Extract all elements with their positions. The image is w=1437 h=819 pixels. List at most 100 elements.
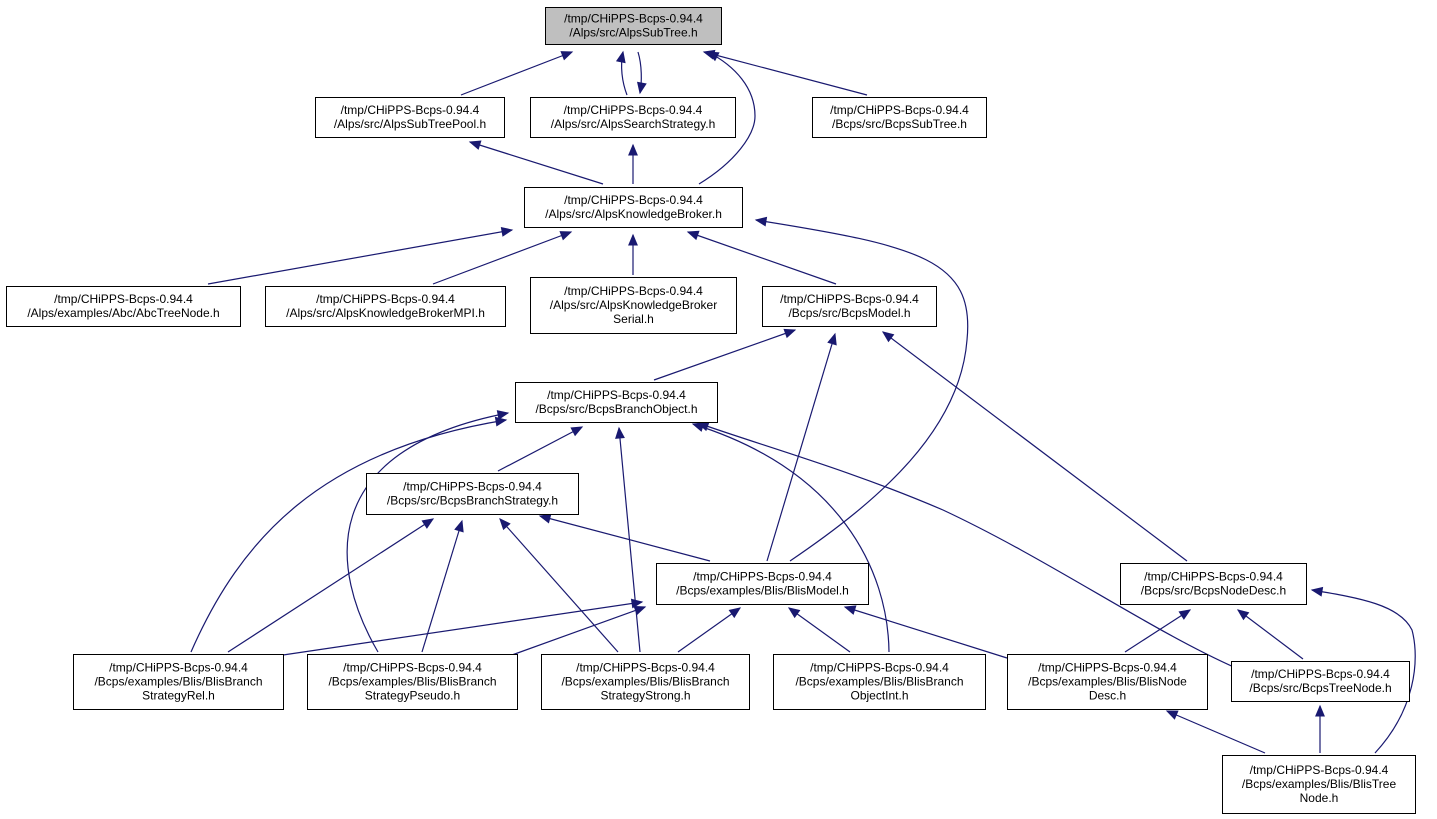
edge-n10-n9 bbox=[497, 426, 583, 472]
node-label-line: /tmp/CHiPPS-Bcps-0.94.4 bbox=[810, 661, 949, 675]
node-label-line: /Alps/src/AlpsKnowledgeBroker.h bbox=[545, 207, 722, 221]
edge-n14-n9 bbox=[346, 412, 509, 653]
edge-arrowhead-n19-n12 bbox=[1310, 586, 1324, 597]
file-node[interactable]: /tmp/CHiPPS-Bcps-0.94.4/Alps/src/AlpsKno… bbox=[265, 286, 506, 327]
file-node[interactable]: /tmp/CHiPPS-Bcps-0.94.4/Bcps/examples/Bl… bbox=[1007, 654, 1208, 710]
node-label-line: /tmp/CHiPPS-Bcps-0.94.4 bbox=[343, 661, 482, 675]
file-node[interactable]: /tmp/CHiPPS-Bcps-0.94.4/Alps/src/AlpsSea… bbox=[530, 97, 736, 138]
file-node[interactable]: /tmp/CHiPPS-Bcps-0.94.4/Alps/src/AlpsKno… bbox=[524, 187, 743, 228]
node-box bbox=[1007, 654, 1208, 710]
edge-n15-n10 bbox=[499, 518, 619, 653]
node-box bbox=[762, 286, 937, 327]
edge-arrowhead-n18-n12 bbox=[1236, 609, 1250, 621]
node-label-line: /tmp/CHiPPS-Bcps-0.94.4 bbox=[693, 570, 832, 584]
edge-arrowhead-n19-n17 bbox=[1165, 710, 1179, 720]
edge-arrowhead-n13-n9 bbox=[494, 416, 508, 427]
node-label-line: /Bcps/src/BcpsNodeDesc.h bbox=[1141, 584, 1286, 598]
file-node[interactable]: /tmp/CHiPPS-Bcps-0.94.4/Bcps/examples/Bl… bbox=[73, 654, 284, 710]
root-node-box bbox=[545, 7, 722, 45]
file-node[interactable]: /tmp/CHiPPS-Bcps-0.94.4/Bcps/examples/Bl… bbox=[541, 654, 750, 710]
node-label-line: /Alps/src/AlpsSearchStrategy.h bbox=[551, 117, 716, 131]
edge-arrowhead-n17-n12 bbox=[1178, 609, 1192, 620]
edge-arrowhead-n17-n11 bbox=[843, 605, 857, 615]
edge-n6-n4 bbox=[432, 231, 572, 285]
node-label-line: /Bcps/examples/Blis/BlisBranch bbox=[795, 675, 963, 689]
file-node[interactable]: /tmp/CHiPPS-Bcps-0.94.4/Bcps/examples/Bl… bbox=[307, 654, 518, 710]
node-label-line: /tmp/CHiPPS-Bcps-0.94.4 bbox=[780, 292, 919, 306]
edge-n11-n10 bbox=[539, 515, 711, 562]
edge-arrowhead-n8-n4 bbox=[686, 230, 700, 241]
edge-arrowhead-n10-n9 bbox=[570, 426, 584, 437]
file-node[interactable]: /tmp/CHiPPS-Bcps-0.94.4/Bcps/src/BcpsBra… bbox=[366, 473, 579, 515]
edge-n5-n4 bbox=[207, 229, 513, 285]
node-label-line: /Bcps/examples/Blis/BlisNode bbox=[1028, 675, 1187, 689]
file-node[interactable]: /tmp/CHiPPS-Bcps-0.94.4/Bcps/examples/Bl… bbox=[656, 563, 869, 605]
node-label-line: /Alps/examples/Abc/AbcTreeNode.h bbox=[27, 306, 219, 320]
nodes-layer: /tmp/CHiPPS-Bcps-0.94.4/Alps/src/AlpsSub… bbox=[6, 7, 1416, 814]
node-label-line: /Bcps/src/BcpsTreeNode.h bbox=[1249, 681, 1391, 695]
node-label-line: /Bcps/examples/Blis/BlisModel.h bbox=[676, 584, 849, 598]
edge-arrowhead-n13-n10 bbox=[421, 518, 435, 529]
edge-arrowhead-n14-n11 bbox=[633, 605, 647, 616]
edge-n16-n11 bbox=[788, 607, 851, 653]
edge-arrowhead-n5-n4 bbox=[500, 226, 514, 237]
node-label-line: /tmp/CHiPPS-Bcps-0.94.4 bbox=[564, 193, 703, 207]
node-label-line: /tmp/CHiPPS-Bcps-0.94.4 bbox=[564, 284, 703, 298]
edge-n1-n0 bbox=[460, 51, 573, 96]
node-label-line: /Bcps/src/BcpsBranchStrategy.h bbox=[387, 494, 558, 508]
edge-n15-n11 bbox=[677, 607, 741, 653]
node-label-line: /Bcps/examples/Blis/BlisBranch bbox=[561, 675, 729, 689]
node-label-line: /tmp/CHiPPS-Bcps-0.94.4 bbox=[341, 103, 480, 117]
edge-n14-n11 bbox=[511, 606, 646, 656]
node-label-line: /Alps/src/AlpsKnowledgeBroker bbox=[550, 298, 717, 312]
file-node[interactable]: /tmp/CHiPPS-Bcps-0.94.4/Alps/examples/Ab… bbox=[6, 286, 241, 327]
edge-n4-n0 bbox=[698, 51, 756, 185]
node-box bbox=[1120, 563, 1307, 605]
file-node[interactable]: /tmp/CHiPPS-Bcps-0.94.4/Bcps/src/BcpsMod… bbox=[762, 286, 937, 327]
node-label-line: /Alps/src/AlpsSubTree.h bbox=[569, 26, 697, 40]
edge-n12-n8 bbox=[882, 331, 1188, 562]
edge-n13-n11 bbox=[282, 601, 643, 656]
edges-layer bbox=[190, 49, 1416, 754]
edge-n13-n10 bbox=[227, 518, 434, 653]
edge-arrowhead-n9-n8 bbox=[783, 328, 797, 339]
file-node[interactable]: /tmp/CHiPPS-Bcps-0.94.4/Bcps/src/BcpsSub… bbox=[812, 97, 987, 138]
node-label-line: /tmp/CHiPPS-Bcps-0.94.4 bbox=[109, 661, 248, 675]
node-label-line: Serial.h bbox=[613, 312, 654, 326]
edge-arrowhead-n4-n1 bbox=[468, 140, 482, 150]
file-node[interactable]: /tmp/CHiPPS-Bcps-0.94.4/Alps/src/AlpsKno… bbox=[530, 277, 737, 334]
file-node[interactable]: /tmp/CHiPPS-Bcps-0.94.4/Bcps/examples/Bl… bbox=[1222, 755, 1416, 814]
edge-arrowhead-n1-n0 bbox=[560, 51, 574, 61]
node-box bbox=[315, 97, 505, 138]
file-node[interactable]: /tmp/CHiPPS-Bcps-0.94.4/Alps/src/AlpsSub… bbox=[315, 97, 505, 138]
node-label-line: /tmp/CHiPPS-Bcps-0.94.4 bbox=[403, 480, 542, 494]
node-label-line: /tmp/CHiPPS-Bcps-0.94.4 bbox=[547, 388, 686, 402]
node-label-line: /Alps/src/AlpsKnowledgeBrokerMPI.h bbox=[286, 306, 485, 320]
node-box bbox=[530, 277, 737, 334]
node-box bbox=[1222, 755, 1416, 814]
node-box bbox=[366, 473, 579, 515]
node-box bbox=[541, 654, 750, 710]
node-box bbox=[812, 97, 987, 138]
node-box bbox=[307, 654, 518, 710]
file-node[interactable]: /tmp/CHiPPS-Bcps-0.94.4/Bcps/src/BcpsNod… bbox=[1120, 563, 1307, 605]
node-box bbox=[530, 97, 736, 138]
node-label-line: /tmp/CHiPPS-Bcps-0.94.4 bbox=[54, 292, 193, 306]
file-node[interactable]: /tmp/CHiPPS-Bcps-0.94.4/Bcps/examples/Bl… bbox=[773, 654, 986, 710]
file-node[interactable]: /tmp/CHiPPS-Bcps-0.94.4/Alps/src/AlpsSub… bbox=[545, 7, 722, 45]
edge-arrowhead-n4-n0 bbox=[706, 51, 720, 62]
node-box bbox=[1231, 661, 1410, 702]
edge-n19-n12 bbox=[1311, 589, 1416, 754]
edge-arrowhead-n7-n4 bbox=[628, 233, 638, 246]
node-label-line: /Bcps/src/BcpsSubTree.h bbox=[832, 117, 967, 131]
file-node[interactable]: /tmp/CHiPPS-Bcps-0.94.4/Bcps/src/BcpsTre… bbox=[1231, 661, 1410, 702]
edge-n9-n8 bbox=[653, 329, 796, 381]
edge-arrowhead-n11-n4 bbox=[754, 216, 768, 227]
edge-n4-n1 bbox=[469, 141, 604, 185]
file-node[interactable]: /tmp/CHiPPS-Bcps-0.94.4/Bcps/src/BcpsBra… bbox=[515, 382, 718, 423]
node-label-line: Desc.h bbox=[1089, 689, 1126, 703]
edge-arrowhead-n15-n11 bbox=[728, 607, 742, 619]
edge-arrowhead-n4-n2 bbox=[628, 143, 638, 156]
node-label-line: StrategyPseudo.h bbox=[365, 689, 460, 703]
